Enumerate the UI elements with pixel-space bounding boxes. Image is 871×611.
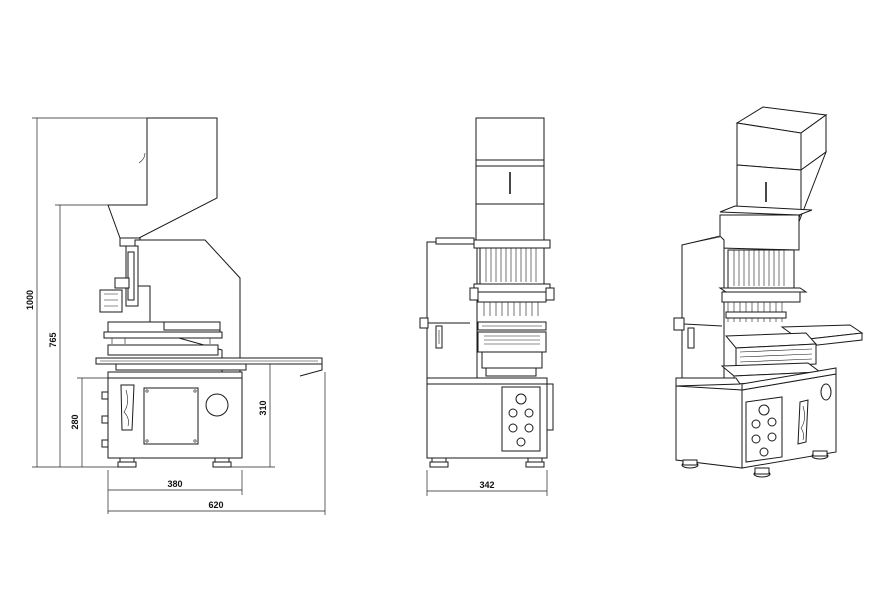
side-cabinet <box>426 383 548 459</box>
iso-tray <box>735 343 817 369</box>
isometric-view <box>673 106 864 478</box>
iso-column <box>681 235 725 379</box>
front-access-panel <box>143 387 199 445</box>
side-hopper <box>475 117 545 161</box>
side-column <box>426 241 478 379</box>
iso-knob-5 <box>767 432 777 442</box>
iso-knob-3 <box>767 417 777 427</box>
side-control-panel <box>501 386 541 452</box>
iso-porthole <box>820 383 832 401</box>
side-knob-6 <box>516 437 526 447</box>
iso-knob-2 <box>751 419 761 429</box>
dim-table-height: 280 <box>70 414 80 429</box>
iso-knob-1 <box>758 404 770 416</box>
dim-total-height: 1000 <box>25 290 35 310</box>
side-dimensions: 342 <box>426 470 548 496</box>
iso-knob-4 <box>751 434 761 444</box>
iso-handle-icon <box>797 399 809 445</box>
iso-control-panel <box>745 396 783 463</box>
dim-total-width: 620 <box>208 500 223 510</box>
side-knob-2 <box>508 408 518 418</box>
side-knob-1 <box>515 393 527 405</box>
side-view <box>419 117 555 468</box>
front-round-window <box>205 393 229 417</box>
dim-side-width: 342 <box>479 480 494 490</box>
side-needle-block <box>479 247 545 285</box>
dim-cabinet-width: 380 <box>167 479 182 489</box>
side-knob-5 <box>524 423 534 433</box>
side-knob-3 <box>524 408 534 418</box>
side-knob-4 <box>508 423 518 433</box>
iso-knob-6 <box>759 447 769 457</box>
front-hopper <box>107 117 218 239</box>
dim-cabinet-height: 310 <box>258 400 268 415</box>
dim-working-height: 765 <box>48 332 58 347</box>
side-tray <box>477 331 547 353</box>
front-dimensions: 1000 765 280 310 380 620 <box>25 117 326 515</box>
front-view <box>95 117 323 468</box>
front-handle-icon <box>120 384 135 431</box>
